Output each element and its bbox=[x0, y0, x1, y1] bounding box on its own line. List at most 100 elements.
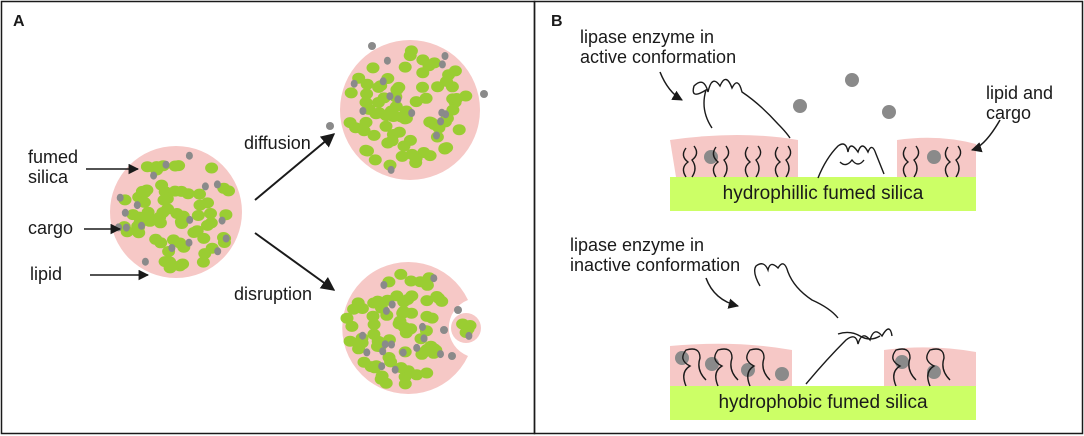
silica-particle bbox=[367, 319, 381, 330]
cargo-particle bbox=[386, 92, 394, 101]
silica-particle bbox=[360, 78, 374, 90]
silica-particle bbox=[344, 87, 358, 99]
silica-particle bbox=[404, 45, 418, 57]
silica-particle bbox=[448, 65, 462, 77]
cargo-particle bbox=[437, 350, 444, 359]
silica-particle bbox=[359, 116, 373, 128]
silica-particle bbox=[425, 312, 439, 324]
cargo-particle bbox=[213, 180, 221, 189]
cargo-particle bbox=[379, 77, 387, 86]
lipase-inactive-free bbox=[753, 263, 839, 319]
cargo-particle bbox=[185, 238, 193, 247]
lipase-inactive-label: lipase enzyme in inactive conformation bbox=[570, 235, 741, 275]
cargo-particle bbox=[381, 340, 389, 349]
panel-b-frame bbox=[533, 0, 1084, 435]
cargo-particle bbox=[437, 117, 445, 126]
silica-particle bbox=[197, 232, 211, 244]
cargo-particle bbox=[382, 306, 390, 315]
silica-particle bbox=[205, 162, 219, 174]
lipase-active-gap bbox=[817, 143, 885, 179]
panel-b-letter: B bbox=[551, 13, 563, 30]
cargo-particle bbox=[430, 274, 438, 283]
cargo-particle bbox=[387, 165, 395, 174]
silica-particle bbox=[135, 185, 149, 197]
silica-particle bbox=[345, 320, 359, 332]
silica-particle bbox=[359, 96, 373, 108]
silica-particle bbox=[366, 62, 380, 74]
silica-particle bbox=[404, 275, 418, 287]
silica-particle bbox=[340, 312, 354, 324]
fumed-silica-label: fumed silica bbox=[28, 147, 79, 187]
silica-particle bbox=[430, 291, 444, 302]
silica-particle bbox=[361, 145, 374, 157]
silica-particle bbox=[459, 90, 473, 102]
silica-particle bbox=[379, 120, 393, 132]
cargo-particle bbox=[388, 300, 396, 309]
silica-particle bbox=[392, 81, 406, 93]
silica-particle bbox=[201, 219, 214, 231]
silica-particle bbox=[352, 343, 366, 355]
lipid-and-cargo-label: lipid and cargo bbox=[986, 83, 1054, 123]
silica-particle bbox=[367, 129, 381, 141]
cargo-particle bbox=[419, 322, 426, 331]
silica-particle bbox=[204, 208, 217, 219]
silica-particle bbox=[409, 96, 423, 108]
lipase-inactive-pointer bbox=[705, 277, 740, 309]
silica-particle bbox=[416, 81, 429, 93]
silica-particle bbox=[405, 307, 418, 319]
particle-diffusion-contents bbox=[343, 45, 473, 174]
silica-particle bbox=[347, 303, 361, 315]
silica-particle bbox=[420, 295, 434, 307]
cargo-particle bbox=[380, 281, 388, 289]
hydrophobic-silica-label: hydrophobic fumed silica bbox=[718, 392, 928, 413]
silica-particle bbox=[157, 194, 171, 206]
hydrophilic-silica-bar bbox=[670, 177, 976, 211]
silica-particle bbox=[382, 352, 396, 363]
particle-initial-contents bbox=[115, 151, 235, 274]
silica-particle bbox=[456, 318, 470, 330]
cargo-particle bbox=[363, 348, 371, 357]
cargo-particle bbox=[116, 193, 124, 202]
panel-a-graphics bbox=[84, 40, 488, 394]
fragment-contents bbox=[456, 318, 477, 340]
hydrophobic-silica-bar bbox=[670, 386, 976, 420]
silica-particle bbox=[432, 122, 446, 134]
panel-b-graphics bbox=[659, 71, 1001, 420]
silica-particle bbox=[431, 81, 445, 93]
silica-particle bbox=[394, 268, 408, 280]
cargo-particle bbox=[133, 201, 141, 210]
silica-particle bbox=[403, 134, 417, 146]
silica-particle bbox=[191, 210, 205, 221]
diffusion-label: diffusion bbox=[244, 133, 311, 153]
silica-particle bbox=[140, 161, 154, 173]
cargo-particle bbox=[388, 340, 395, 349]
cargo-particle bbox=[394, 95, 402, 104]
silica-particle bbox=[446, 104, 460, 116]
silica-particle bbox=[398, 61, 412, 73]
silica-particle bbox=[395, 150, 409, 162]
cargo-particle bbox=[383, 56, 391, 65]
silica-particle bbox=[170, 208, 184, 219]
silica-particle bbox=[419, 92, 433, 104]
cargo-particle bbox=[441, 52, 449, 60]
silica-particle bbox=[438, 142, 452, 154]
silica-particle bbox=[357, 125, 371, 137]
cargo-particle bbox=[465, 331, 473, 340]
silica-particle bbox=[452, 124, 466, 136]
cargo-particle bbox=[408, 109, 416, 117]
silica-particle bbox=[371, 295, 385, 307]
silica-particle bbox=[173, 237, 187, 249]
silica-particle bbox=[397, 296, 411, 308]
lipase-inactive-gap bbox=[805, 328, 893, 385]
cargo-particle bbox=[138, 221, 145, 230]
lipase-active-top bbox=[692, 78, 791, 139]
panel-a-letter: A bbox=[13, 13, 25, 30]
cargo-particle bbox=[214, 247, 222, 256]
cargo-particle bbox=[433, 131, 440, 140]
silica-particle bbox=[423, 116, 437, 128]
cargo-particle bbox=[186, 215, 194, 224]
silica-particle bbox=[360, 88, 374, 100]
silica-particle bbox=[368, 154, 382, 166]
